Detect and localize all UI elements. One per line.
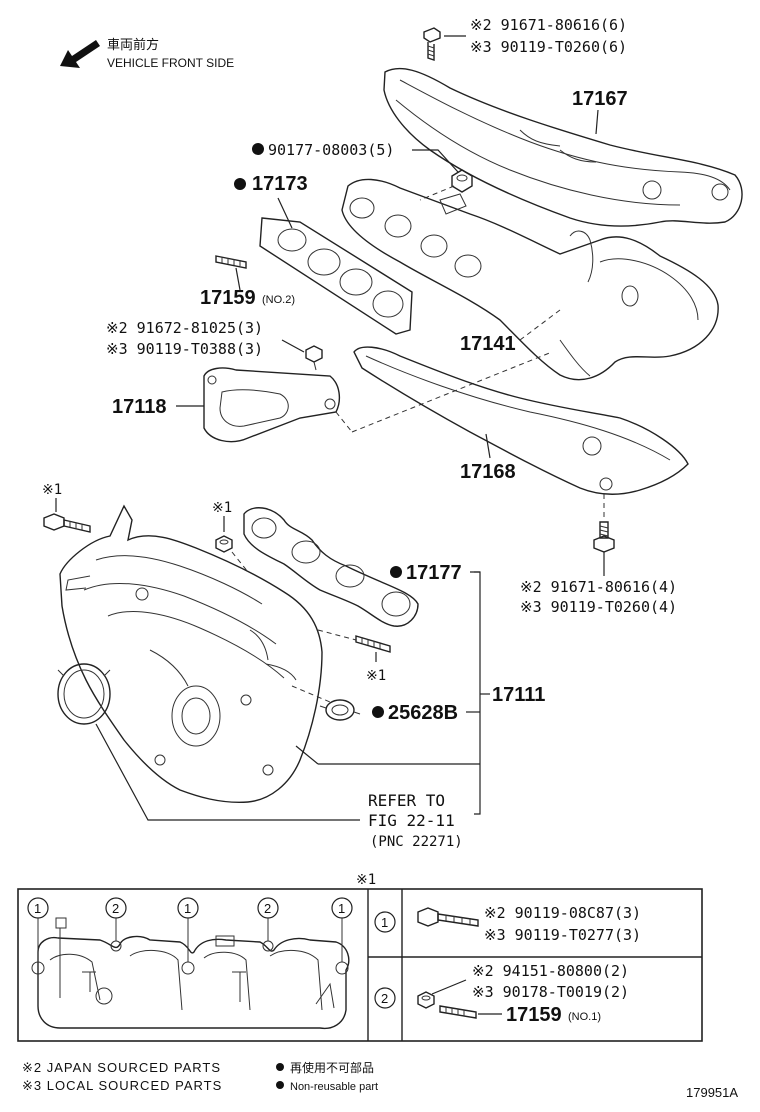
nut-90177-code: 90177-08003(5) bbox=[268, 141, 394, 159]
bolt-top-local-code: ※3 90119-T0260(6) bbox=[470, 38, 627, 56]
detail-row-1-bolt-icon bbox=[417, 907, 479, 927]
non-reusable-dot-icon bbox=[276, 1081, 284, 1089]
detail-table bbox=[17, 888, 703, 1042]
svg-text:2: 2 bbox=[264, 901, 271, 916]
part-17159-no2: 17159 bbox=[200, 287, 256, 309]
part-25628b: 25628B bbox=[388, 702, 458, 724]
manifold-bracket bbox=[203, 367, 341, 443]
svg-text:1: 1 bbox=[338, 901, 345, 916]
bolt-top-jp-code: ※2 91671-80616(6) bbox=[470, 16, 627, 34]
detail-pos-marker: 2 bbox=[257, 897, 279, 941]
detail-row-1-jp-code: ※2 90119-08C87(3) bbox=[484, 904, 641, 922]
detail-gasket-drawing bbox=[31, 917, 350, 1030]
detail-pos-marker: 2 bbox=[105, 897, 127, 941]
detail-pos-marker: 1 bbox=[27, 897, 49, 962]
part-17168: 17168 bbox=[460, 461, 516, 483]
throttle-gasket-ring bbox=[57, 663, 111, 725]
non-reusable-dot-icon bbox=[276, 1063, 284, 1071]
non-reusable-dot-icon bbox=[372, 706, 384, 718]
non-reusable-dot-icon bbox=[234, 178, 246, 190]
detail-row-2-jp-code: ※2 94151-80800(2) bbox=[472, 962, 629, 980]
svg-text:1: 1 bbox=[34, 901, 41, 916]
detail-pos-marker: 1 bbox=[177, 897, 199, 962]
egr-gasket bbox=[319, 699, 361, 721]
non-reusable-dot-icon bbox=[390, 566, 402, 578]
intake-manifold-gasket bbox=[243, 507, 419, 627]
legend-japan-sourced: ※2 JAPAN SOURCED PARTS bbox=[22, 1060, 221, 1075]
refer-line-1: REFER TO bbox=[368, 791, 445, 810]
nut-icon bbox=[451, 169, 473, 193]
heat-insulator-lower bbox=[353, 346, 689, 495]
intake-bolt-icon bbox=[43, 513, 91, 533]
mark-1-c: ※1 bbox=[366, 668, 386, 684]
svg-text:2: 2 bbox=[381, 991, 388, 1006]
legend-local-sourced: ※3 LOCAL SOURCED PARTS bbox=[22, 1078, 222, 1093]
detail-row-2-nut-icon bbox=[417, 991, 435, 1009]
stud-bolt-icon bbox=[215, 255, 247, 269]
detail-title-mark: ※1 bbox=[356, 872, 376, 888]
detail-row-2-stud-icon bbox=[439, 1005, 477, 1019]
stud-jp-code: ※2 91672-81025(3) bbox=[106, 319, 263, 337]
stud-nut-icon bbox=[305, 345, 323, 371]
detail-row-2-part-note: (NO.1) bbox=[568, 1011, 601, 1023]
svg-text:1: 1 bbox=[381, 915, 388, 930]
stud-local-code: ※3 90119-T0388(3) bbox=[106, 340, 263, 358]
part-17173: 17173 bbox=[252, 173, 308, 195]
bolt-bottom-jp-code: ※2 91671-80616(4) bbox=[520, 578, 677, 596]
exhaust-manifold-gasket bbox=[259, 217, 413, 335]
detail-row-2-local-code: ※3 90178-T0019(2) bbox=[472, 983, 629, 1001]
refer-line-2: FIG 22-11 bbox=[368, 811, 455, 830]
intake-nut-icon bbox=[215, 535, 233, 553]
front-label-en: VEHICLE FRONT SIDE bbox=[107, 56, 234, 70]
svg-text:2: 2 bbox=[112, 901, 119, 916]
legend-nonreuse-en: Non-reusable part bbox=[290, 1081, 378, 1093]
front-arrow-icon bbox=[60, 40, 100, 68]
non-reusable-dot-icon bbox=[252, 143, 264, 155]
detail-row-2-part: 17159 bbox=[506, 1004, 562, 1026]
svg-text:1: 1 bbox=[184, 901, 191, 916]
detail-row-1-local-code: ※3 90119-T0277(3) bbox=[484, 926, 641, 944]
detail-pos-marker: 1 bbox=[331, 897, 353, 962]
mark-1-b: ※1 bbox=[212, 500, 232, 516]
part-17159-note: (NO.2) bbox=[262, 294, 295, 306]
part-17111: 17111 bbox=[492, 684, 545, 706]
intake-manifold bbox=[59, 504, 323, 804]
intake-stud-icon bbox=[355, 635, 391, 653]
front-label-jp: 車両前方 bbox=[107, 37, 159, 52]
bolt-top-icon bbox=[423, 27, 441, 61]
exhaust-manifold-converter bbox=[341, 178, 719, 381]
refer-line-3: (PNC 22271) bbox=[370, 834, 463, 850]
part-17177: 17177 bbox=[406, 562, 462, 584]
bolt-bottom-local-code: ※3 90119-T0260(4) bbox=[520, 598, 677, 616]
figure-id: 179951A bbox=[686, 1085, 738, 1100]
detail-row-1-marker: 1 bbox=[374, 911, 396, 933]
part-17118: 17118 bbox=[112, 396, 167, 418]
mark-1-a: ※1 bbox=[42, 482, 62, 498]
legend-nonreuse-jp: 再使用不可部品 bbox=[290, 1060, 374, 1075]
detail-row-2-marker: 2 bbox=[374, 987, 396, 1009]
part-17167: 17167 bbox=[572, 88, 628, 110]
part-17141: 17141 bbox=[460, 333, 516, 355]
bolt-bottom-icon bbox=[593, 521, 615, 553]
